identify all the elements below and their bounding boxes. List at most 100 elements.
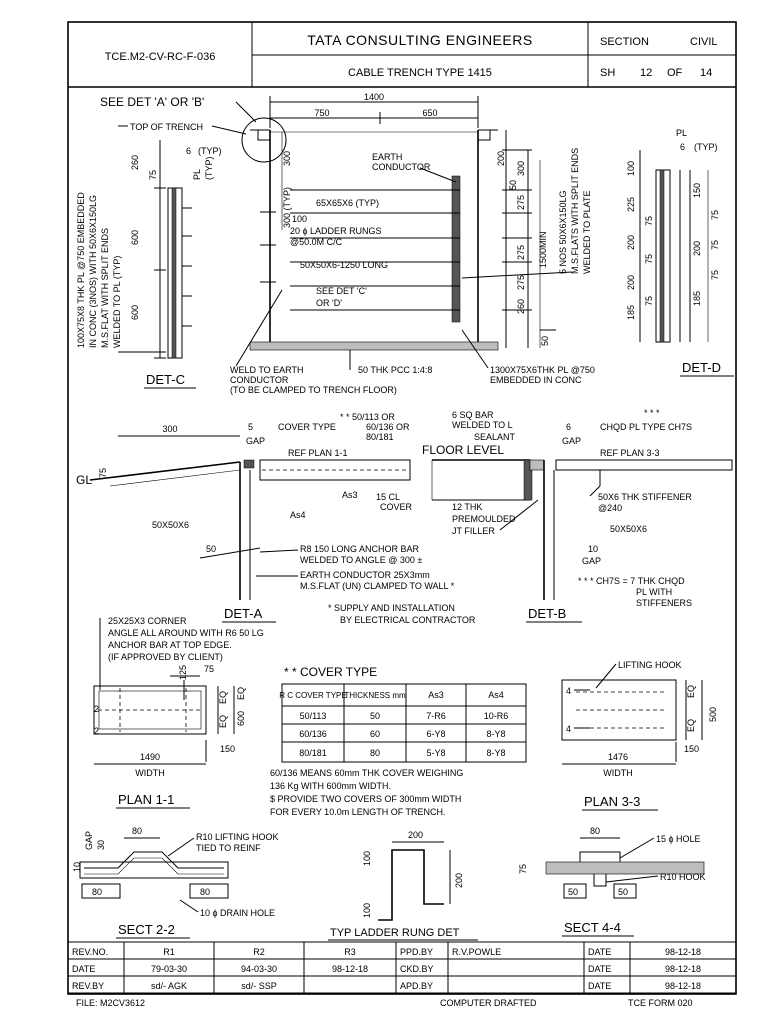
det-a-angle: 50X50X6 — [152, 520, 189, 530]
earth-conductor-label-1: EARTH — [372, 152, 402, 162]
rev-r3-c7: DATE — [588, 981, 611, 991]
detail-c: 260 75 600 600 6 (TYP) PL (TYP) 100X75X8… — [76, 140, 222, 389]
rev-r2-c3: 94-03-30 — [241, 964, 277, 974]
det-d-right-150: 150 — [692, 183, 702, 198]
rev-r1-c4: R3 — [344, 947, 356, 957]
cover-r3-as4: 8-Y8 — [486, 748, 505, 758]
corner-note-4: (IF APPROVED BY CLIENT) — [108, 652, 223, 662]
sect-4-4-dim-75: 75 — [518, 864, 528, 874]
det-d-right-200: 200 — [692, 241, 702, 256]
weld-note-3: (TO BE CLAMPED TO TRENCH FLOOR) — [230, 385, 397, 395]
right-dimension-chain: 50 200 300 275 275 275 260 50 1500MIN — [496, 130, 556, 348]
det-c-note-2: IN CONC (3NOS) WITH 50X6X150LG — [88, 195, 98, 348]
detail-callout-circle — [241, 117, 287, 163]
plan-3-3-width: 1476 — [608, 752, 628, 762]
det-c-note-4: WELDED TO PL (TYP) — [112, 256, 122, 348]
cover-note-2: 136 Kg WITH 600mm WIDTH. — [270, 781, 391, 791]
rev-r2-c2: 79-03-30 — [151, 964, 187, 974]
ladder-rungs-note: 20 ϕ LADDER RUNGS — [290, 226, 382, 236]
det-a-anchor-2: WELDED TO ANGLE @ 300 ± — [300, 555, 422, 565]
drawing-title: CABLE TRENCH TYPE 1415 — [348, 67, 492, 79]
det-b-gap-10: 10 — [588, 544, 598, 554]
detail-b: 6 SQ BAR WELDED TO L SEALANT FLOOR LEVEL… — [422, 408, 733, 623]
detail-a: 300 GL 75 5 GAP COVER TYPE * * 50/113 OR… — [76, 412, 476, 625]
cover-col-as3: As3 — [428, 690, 444, 700]
det-d-left-185: 185 — [626, 305, 636, 320]
rung-dim-100b: 100 — [362, 903, 372, 918]
title-block: TCE.M2-CV-RC-F-036 TATA CONSULTING ENGIN… — [68, 22, 736, 88]
main-trench-section: 1400 750 650 SEE DET 'A' OR 'B' TOP OF T… — [100, 92, 595, 395]
dim-1500min: 1500MIN — [538, 231, 548, 268]
det-c-dim-600a: 600 — [130, 230, 140, 245]
det-a-cl-cover-2: COVER — [380, 502, 413, 512]
plan-1-1-width-label: WIDTH — [135, 768, 165, 778]
weld-note-2: CONDUCTOR — [230, 375, 289, 385]
rev-r1-c7: DATE — [588, 947, 611, 957]
sect-4-4-hole: 15 ϕ HOLE — [656, 834, 701, 844]
sect-2-2-label: SECT 2-2 — [118, 922, 175, 937]
det-b-ch7s-1: * * * CH7S = 7 THK CHQD — [578, 576, 685, 586]
rev-r3-c1: REV.BY — [72, 981, 104, 991]
plan-3-3-mark-4a: 4 — [566, 686, 571, 696]
det-b-chqd-star: * * * — [644, 408, 660, 418]
sect-4-4-dim-50a: 50 — [568, 887, 578, 897]
cover-col-thickness: THICKNESS mm — [344, 691, 406, 700]
cover-r2-as4: 8-Y8 — [486, 729, 505, 739]
det-b-ref-plan: REF PLAN 3-3 — [600, 448, 660, 458]
plan-1-1-eq-c: EQ — [236, 687, 246, 700]
det-a-supply-2: BY ELECTRICAL CONTRACTOR — [340, 615, 476, 625]
dim-right-260: 260 — [516, 299, 526, 314]
rev-r3-c2: sd/- AGK — [151, 981, 187, 991]
revision-block: REV.NO. R1 R2 R3 PPD.BY R.V.POWLE DATE 9… — [68, 941, 736, 994]
cover-r1-thk: 50 — [370, 711, 380, 721]
footer-file: FILE: M2CV3612 — [76, 998, 145, 1008]
cover-r2-thk: 60 — [370, 729, 380, 739]
plan-3-3: LIFTING HOOK 4 4 EQ EQ 500 150 1476 WIDT… — [561, 660, 718, 811]
dim-right-200: 200 — [496, 151, 506, 166]
cover-note-1: 60/136 MEANS 60mm THK COVER WEIGHING — [270, 768, 463, 778]
plan-3-3-dim-500: 500 — [708, 707, 718, 722]
plan-1-1-dim-75: 75 — [204, 664, 214, 674]
corner-note-3: ANCHOR BAR AT TOP EDGE. — [108, 640, 232, 650]
cover-r3-as3: 5-Y8 — [426, 748, 445, 758]
rung-dim-200b: 200 — [454, 873, 464, 888]
top-of-trench: TOP OF TRENCH — [130, 122, 203, 132]
plan-1-1-eq-a: EQ — [218, 691, 228, 704]
sheet-number: 12 — [640, 67, 652, 79]
det-d-left-75c: 75 — [644, 296, 654, 306]
section-label: SECTION — [600, 36, 649, 48]
det-b-filler-1: 12 THK — [452, 502, 482, 512]
plan-3-3-dim-150: 150 — [684, 744, 699, 754]
dim-right-50a: 50 — [508, 180, 518, 190]
det-a-supply-1: * SUPPLY AND INSTALLATION — [328, 603, 455, 613]
sect-4-4-label: SECT 4-4 — [564, 920, 621, 935]
det-a-cover-opt3: 80/181 — [366, 432, 394, 442]
rev-r2-c5: CKD.BY — [400, 964, 434, 974]
dim-300: 300 — [282, 151, 292, 166]
dim-right-300: 300 — [516, 161, 526, 176]
flats-note-1: 5 NOS 50X6X150LG — [558, 190, 568, 274]
det-a-cover-opt2: 60/136 OR — [366, 422, 410, 432]
rev-r2-c7: DATE — [588, 964, 611, 974]
det-a-ref-plan: REF PLAN 1-1 — [288, 448, 348, 458]
det-d-typ-6: 6 — [680, 142, 685, 152]
cover-r2-as3: 6-Y8 — [426, 729, 445, 739]
rev-r1-c2: R1 — [163, 947, 175, 957]
plan-3-3-eq-a: EQ — [686, 685, 696, 698]
plan-3-3-width-label: WIDTH — [603, 768, 633, 778]
corner-angle-note: 25X25X3 CORNER ANGLE ALL AROUND WITH R6 … — [99, 616, 264, 690]
det-b-angle: 50X50X6 — [610, 524, 647, 534]
cover-r3-type: 80/181 — [299, 748, 327, 758]
plan-1-1: 125 75 2 2 EQ EQ EQ 600 150 1490 WIDTH P… — [93, 664, 246, 809]
det-d-left-75a: 75 — [644, 216, 654, 226]
cover-r3-thk: 80 — [370, 748, 380, 758]
det-c-typ-label: (TYP) — [198, 146, 222, 156]
cable-rungs — [290, 189, 460, 311]
section-4-4: 80 15 ϕ HOLE R10 HOOK 75 50 50 SECT 4-4 — [518, 826, 706, 937]
left-wall-flats — [260, 211, 276, 283]
det-a-cover-opts: * * 50/113 OR — [340, 412, 395, 422]
det-b-gap2: GAP — [582, 556, 601, 566]
company-name: TATA CONSULTING ENGINEERS — [307, 32, 532, 48]
rev-r2-c1: DATE — [72, 964, 95, 974]
sect-2-2-dim-10: 10 — [72, 862, 82, 872]
